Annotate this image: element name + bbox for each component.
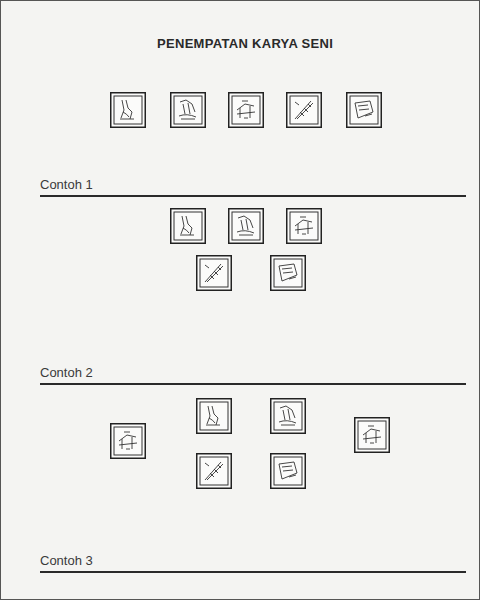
example-label: Contoh 3 — [40, 553, 93, 568]
example-label: Contoh 2 — [40, 365, 93, 380]
page-title: PENEMPATAN KARYA SENI — [157, 36, 333, 51]
example-label: Contoh 1 — [40, 177, 93, 192]
